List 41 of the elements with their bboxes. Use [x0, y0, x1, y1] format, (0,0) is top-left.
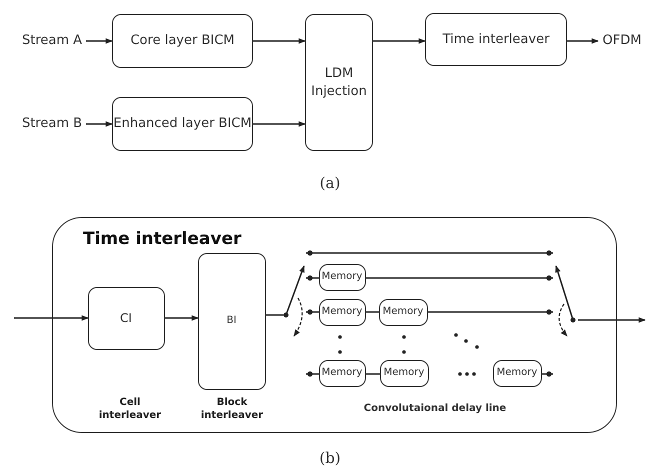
process-box: CI [88, 286, 164, 350]
connector-line [366, 311, 379, 313]
connector-line [428, 309, 553, 315]
arrow [86, 38, 113, 44]
arrow [14, 315, 89, 321]
connector-line [306, 250, 553, 256]
process-box: Memory [318, 298, 366, 326]
process-box: Memory [318, 264, 366, 290]
text-label: Stream A [18, 32, 86, 50]
connector-line [266, 314, 284, 316]
panel-heading: Time interleaver [83, 228, 242, 251]
text-label: OFDM [598, 32, 646, 50]
process-box: Memory [380, 360, 428, 386]
process-box: Memory [492, 360, 542, 386]
process-box: LDM Injection [305, 14, 373, 151]
connector-line [366, 373, 380, 375]
arrow [253, 121, 306, 127]
caption-text: Cell interleaver [98, 396, 162, 422]
arrow [253, 38, 306, 44]
connector-line [306, 371, 319, 377]
connector-line [542, 371, 553, 377]
caption-text: Convolutaional delay line [362, 403, 508, 414]
process-box: Time interleaver [425, 13, 567, 66]
connector-line [366, 275, 553, 281]
caption-text: (b) [318, 449, 342, 467]
arrow [373, 38, 426, 44]
caption-text: Block interleaver [200, 396, 264, 422]
group-panel [52, 217, 617, 433]
arrow [86, 121, 113, 127]
process-box: BI [198, 252, 266, 390]
arrow [165, 315, 199, 321]
process-box: Memory [318, 360, 366, 386]
caption-text: (a) [318, 174, 342, 192]
text-label: Stream B [18, 115, 86, 133]
arrow [567, 38, 599, 44]
process-box: Enhanced layer BICM [112, 97, 253, 151]
connector-line [306, 275, 319, 281]
arrow [578, 317, 646, 323]
connector-line [306, 309, 319, 315]
process-box: Core layer BICM [112, 14, 253, 68]
process-box: Memory [378, 298, 428, 326]
